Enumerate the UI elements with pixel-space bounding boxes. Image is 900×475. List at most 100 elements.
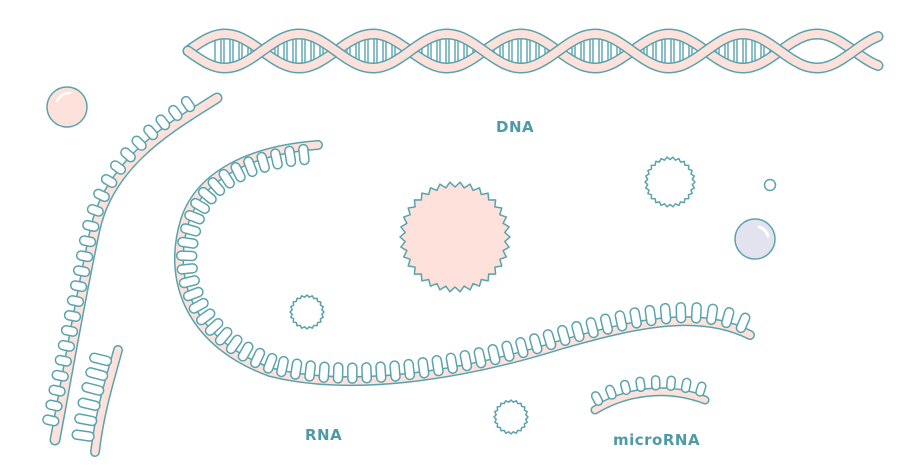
left-nucleotide-strand	[42, 92, 223, 446]
nucleotide	[63, 310, 82, 322]
lilac-bubble	[734, 218, 776, 260]
left-strand-teeth	[42, 95, 196, 427]
nucleotide	[459, 349, 473, 372]
nucleotide	[361, 362, 373, 384]
microrna-label: microRNA	[613, 431, 701, 449]
nucleotide	[270, 148, 283, 170]
nucleotide	[155, 114, 171, 131]
nucleotide	[109, 160, 127, 175]
nucleotide	[619, 379, 631, 396]
left-short-strand	[71, 345, 123, 457]
nucleotide	[230, 162, 246, 183]
nucleotide	[196, 308, 216, 326]
nucleotide	[431, 354, 444, 377]
nucleotide	[250, 347, 266, 369]
nucleotide	[82, 219, 100, 233]
dna-label: DNA	[496, 118, 535, 136]
nucleotide	[666, 375, 676, 391]
nucleotide	[680, 377, 692, 394]
nucleotide	[66, 295, 85, 307]
nucleotide	[120, 147, 136, 163]
nucleotide	[218, 168, 235, 189]
nucleotide	[188, 297, 209, 314]
nucleotide	[585, 317, 599, 339]
nucleotide	[93, 188, 110, 203]
nucleotide	[143, 124, 159, 141]
nucleotide	[74, 413, 98, 427]
nucleotide	[180, 223, 202, 237]
nucleotide	[207, 177, 226, 196]
nucleotide	[190, 197, 211, 214]
pink-bubble	[46, 86, 88, 128]
nucleotide	[318, 361, 330, 383]
nucleotide	[72, 265, 91, 278]
nucleotide	[590, 391, 604, 406]
nucleotide	[290, 358, 303, 380]
nucleotide	[180, 95, 196, 113]
nucleotide	[529, 333, 543, 355]
nucleotide	[614, 310, 628, 332]
nucleotide	[60, 324, 79, 337]
nucleotide	[644, 304, 657, 327]
microrna-teeth	[590, 375, 707, 406]
nucleotide	[42, 414, 60, 427]
nucleotide	[690, 302, 702, 324]
nucleotide	[599, 313, 614, 335]
nucleotide	[276, 355, 289, 378]
nucleotide	[650, 375, 661, 391]
nucleotide	[78, 235, 97, 248]
nucleotide	[298, 143, 310, 166]
nucleotide	[214, 326, 233, 346]
nucleotide	[182, 286, 204, 302]
nucleotide	[501, 340, 515, 362]
nucleotide	[237, 341, 254, 362]
nucleotide	[48, 384, 66, 397]
nucleotide	[735, 312, 751, 334]
molecules	[46, 86, 777, 435]
microrna-strand	[590, 375, 710, 415]
nucleotide	[197, 186, 217, 205]
nucleotide	[332, 362, 344, 384]
nucleotide	[635, 376, 646, 393]
nucleotide	[89, 352, 113, 367]
nucleotide	[256, 151, 271, 173]
nucleotide	[45, 399, 63, 412]
nucleotide	[204, 317, 224, 336]
large-spiky-particle	[399, 181, 511, 293]
nucleotide	[675, 301, 687, 324]
nucleotide	[721, 307, 735, 329]
nucleotide	[375, 361, 387, 383]
nucleotide	[71, 429, 95, 442]
nucleotide	[542, 329, 557, 351]
nucleotide	[403, 358, 416, 381]
nucleotide	[304, 360, 316, 382]
nucleotide	[177, 236, 199, 249]
nucleotide	[178, 275, 200, 289]
nucleotide	[57, 339, 76, 352]
nucleotide	[184, 209, 205, 225]
nucleotide	[175, 250, 198, 262]
nucleotide	[77, 397, 101, 411]
small-bubble	[763, 178, 777, 192]
nucleotide	[556, 324, 571, 346]
nucleotide	[515, 337, 529, 359]
nucleotide	[54, 354, 72, 367]
nucleotide	[225, 334, 243, 355]
nucleotide	[131, 135, 147, 151]
nucleotide	[168, 104, 183, 122]
rna-label: RNA	[305, 426, 343, 444]
nucleotide	[86, 203, 104, 217]
nucleotide	[389, 360, 401, 382]
nucleotide	[659, 302, 672, 325]
nucleotide	[75, 250, 94, 263]
nucleotide	[262, 352, 278, 374]
nucleotide	[100, 173, 118, 189]
nucleotide	[85, 367, 109, 381]
nucleotide	[284, 145, 297, 168]
nucleotide	[629, 307, 642, 329]
nucleotide	[695, 381, 707, 397]
nucleotide	[473, 347, 487, 369]
dna-double-helix	[182, 28, 884, 74]
nucleotide	[487, 344, 501, 366]
